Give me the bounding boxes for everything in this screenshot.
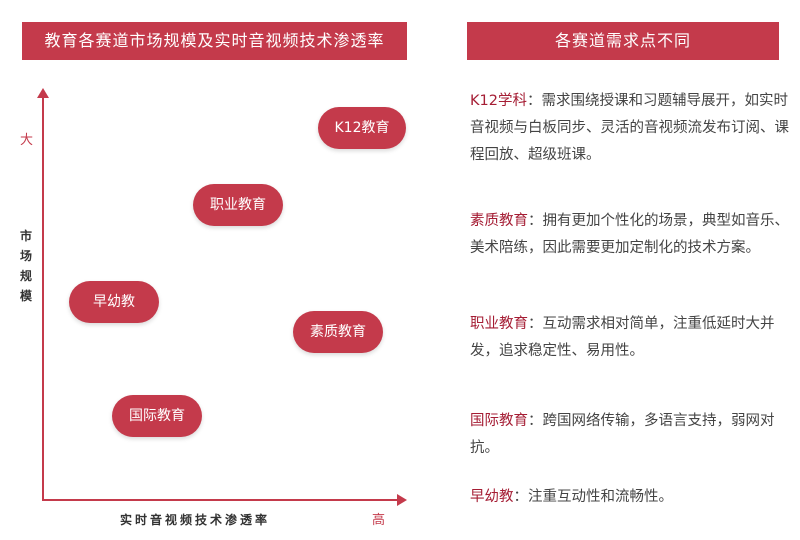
segment-vocational: 职业教育 (193, 184, 283, 226)
need-key: 早幼教 (470, 489, 514, 505)
segment-k12: K12教育 (318, 107, 406, 149)
need-k12: K12学科：需求围绕授课和习题辅导展开，如实时音视频与白板同步、灵活的音视频流发… (470, 88, 790, 169)
y-axis (42, 96, 44, 501)
need-key: 素质教育 (470, 213, 528, 229)
left-title-banner: 教育各赛道市场规模及实时音视频技术渗透率 (22, 22, 407, 60)
need-early-childhood: 早幼教：注重互动性和流畅性。 (470, 484, 790, 511)
segment-early-childhood: 早幼教 (69, 281, 159, 323)
need-international: 国际教育：跨国网络传输，多语言支持，弱网对抗。 (470, 408, 790, 462)
need-text: ：需求围绕授课和习题辅导展开，如实时音视频与白板同步、灵活的音视频流发布订阅、课… (470, 93, 789, 163)
x-axis-high-label: 高 (372, 513, 386, 528)
need-text: ：注重互动性和流畅性。 (513, 489, 674, 505)
need-text: ：互动需求相对简单，注重低延时大并发，追求稳定性、易用性。 (470, 316, 775, 359)
need-key: 国际教育 (470, 413, 528, 429)
need-quality: 素质教育：拥有更加个性化的场景，典型如音乐、美术陪练，因此需要更加定制化的技术方… (470, 208, 790, 262)
x-axis-title: 实时音视频技术渗透率 (120, 513, 271, 527)
need-text: ：跨国网络传输，多语言支持，弱网对抗。 (470, 413, 775, 456)
right-title-banner: 各赛道需求点不同 (467, 22, 779, 60)
need-key: 职业教育 (470, 316, 528, 332)
segment-quality: 素质教育 (293, 311, 383, 353)
y-axis-title: 市场规模 (20, 229, 33, 303)
x-axis (42, 499, 398, 501)
y-axis-high-label: 大 (20, 133, 34, 148)
need-text: ：拥有更加个性化的场景，典型如音乐、美术陪练，因此需要更加定制化的技术方案。 (470, 213, 789, 256)
x-axis-arrow-icon (397, 494, 407, 506)
segment-international: 国际教育 (112, 395, 202, 437)
need-vocational: 职业教育：互动需求相对简单，注重低延时大并发，追求稳定性、易用性。 (470, 311, 790, 365)
need-key: K12学科 (470, 93, 527, 109)
y-axis-arrow-icon (37, 88, 49, 98)
